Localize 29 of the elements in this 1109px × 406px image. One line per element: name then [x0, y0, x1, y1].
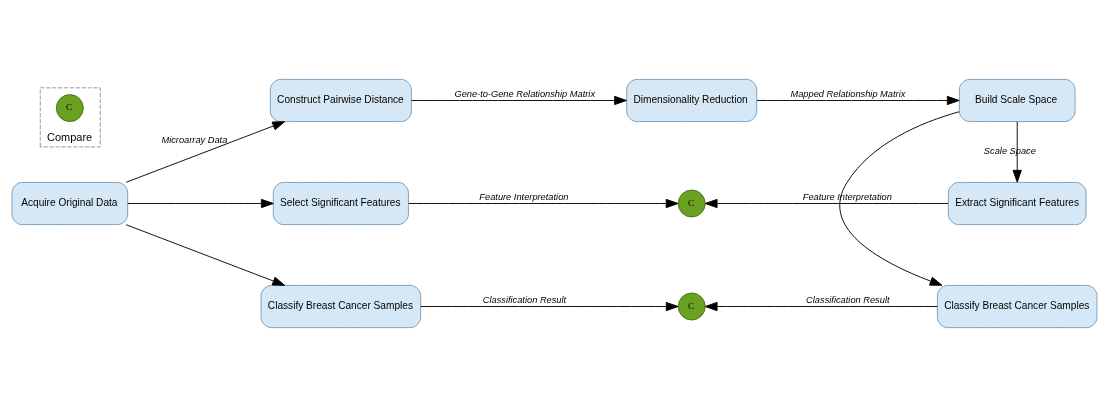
- arrow: [125, 223, 286, 286]
- node-circle: C: [677, 292, 706, 320]
- arrow: [125, 120, 286, 183]
- node-circle: C: [677, 189, 706, 217]
- node-circle: C: [55, 93, 84, 122]
- arrow: [411, 95, 627, 105]
- node-box: Acquire Original Data: [11, 181, 129, 225]
- node-box: Dimensionality Reduction: [626, 78, 758, 122]
- edge-label: Microarray Data: [161, 134, 228, 145]
- edge-label: Feature Interpretation: [479, 191, 569, 202]
- arrow: [839, 110, 960, 286]
- node-box: Construct Pairwise Distance: [269, 78, 412, 122]
- node-box: Classify Breast Cancer Samples: [937, 284, 1098, 328]
- node-box: Build Scale Space: [958, 78, 1076, 122]
- arrow: [127, 198, 274, 208]
- arrow: [1012, 120, 1022, 183]
- arrow: [704, 301, 938, 311]
- edge-label: Classification Result: [806, 294, 890, 305]
- arrow: [408, 198, 679, 208]
- edge-label: Classification Result: [482, 294, 567, 305]
- node-box: Extract Significant Features: [948, 181, 1087, 225]
- arrow: [420, 301, 679, 311]
- node-box: Classify Breast Cancer Samples: [260, 284, 422, 328]
- arrow: [756, 95, 960, 105]
- edge-label: Scale Space: [983, 145, 1036, 156]
- edge-label: Mapped Relationship Matrix: [790, 88, 906, 99]
- arrow: [704, 198, 949, 208]
- edge-label: Gene-to-Gene Relationship Matrix: [454, 88, 596, 99]
- node-box: Select Significant Features: [272, 181, 409, 225]
